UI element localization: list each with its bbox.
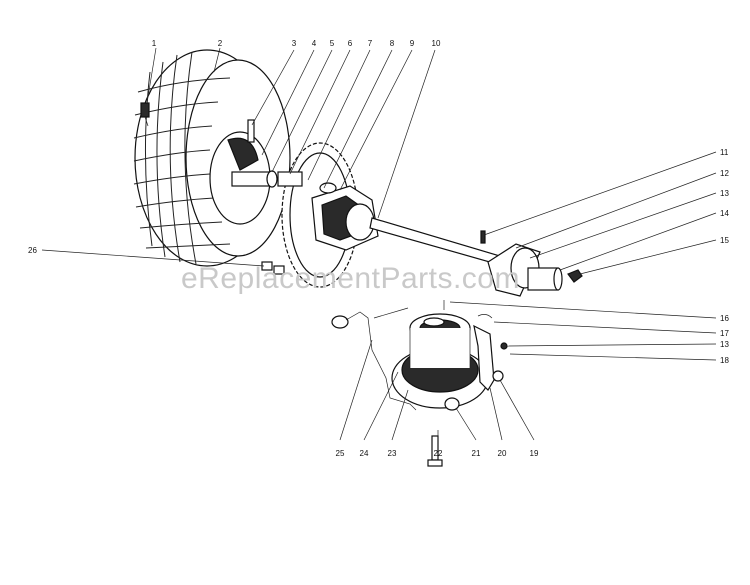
callout-5: 5: [330, 39, 335, 48]
callout-13b: 13: [720, 340, 729, 349]
callout-17: 17: [720, 329, 729, 338]
callout-3: 3: [292, 39, 297, 48]
lug-bolt[interactable]: [140, 102, 150, 127]
pulley-bolt[interactable]: [427, 435, 443, 467]
rear-tire[interactable]: [133, 49, 291, 267]
callout-10: 10: [432, 39, 441, 48]
callout-22: 22: [434, 449, 443, 458]
callout-14: 14: [720, 209, 729, 218]
callout-13a: 13: [720, 189, 729, 198]
callout-9: 9: [410, 39, 415, 48]
callout-7: 7: [368, 39, 373, 48]
callout-6: 6: [348, 39, 353, 48]
callout-1: 1: [152, 39, 157, 48]
callout-15: 15: [720, 236, 729, 245]
callout-21: 21: [472, 449, 481, 458]
callout-20: 20: [498, 449, 507, 458]
wheel-hub[interactable]: [231, 119, 278, 188]
callout-18: 18: [720, 356, 729, 365]
leader-lines: [41, 47, 717, 441]
callout-2: 2: [218, 39, 223, 48]
callout-16: 16: [720, 314, 729, 323]
callout-12: 12: [720, 169, 729, 178]
callout-23: 23: [388, 449, 397, 458]
watermark: eReplacementParts.com: [181, 262, 520, 295]
callout-25: 25: [336, 449, 345, 458]
differential-housing[interactable]: [311, 182, 379, 251]
callout-19: 19: [530, 449, 539, 458]
brake-rod[interactable]: [331, 307, 417, 411]
callout-24: 24: [360, 449, 369, 458]
callout-4: 4: [312, 39, 317, 48]
callout-26: 26: [28, 246, 37, 255]
callout-8: 8: [390, 39, 395, 48]
idler-pulley[interactable]: [391, 300, 489, 411]
callout-labels: 1 2 3 4 5 6 7 8 9 10 11 12 13 14 15 26 1…: [28, 39, 729, 458]
axle-bearing-flange[interactable]: [480, 230, 583, 297]
callout-11: 11: [720, 148, 729, 157]
